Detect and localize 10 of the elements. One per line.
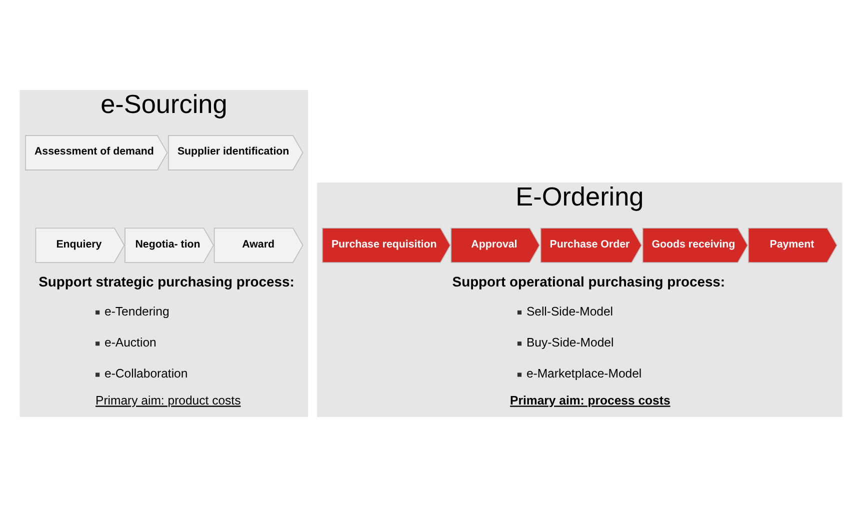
label: Support operational purchasing process: [452,273,726,290]
label: Sell-Side-Model [526,304,614,318]
label: e-Marketplace-Model [526,366,642,381]
label: e-Collaboration [104,366,188,381]
label: Support strategic purchasing process: [38,273,294,290]
label: e-Tendering [104,304,170,318]
label: Buy-Side-Model [526,335,614,350]
label: Primary aim: process costs [510,394,670,408]
label: Primary aim: product costs [96,394,241,408]
label: e-Auction [104,335,156,350]
